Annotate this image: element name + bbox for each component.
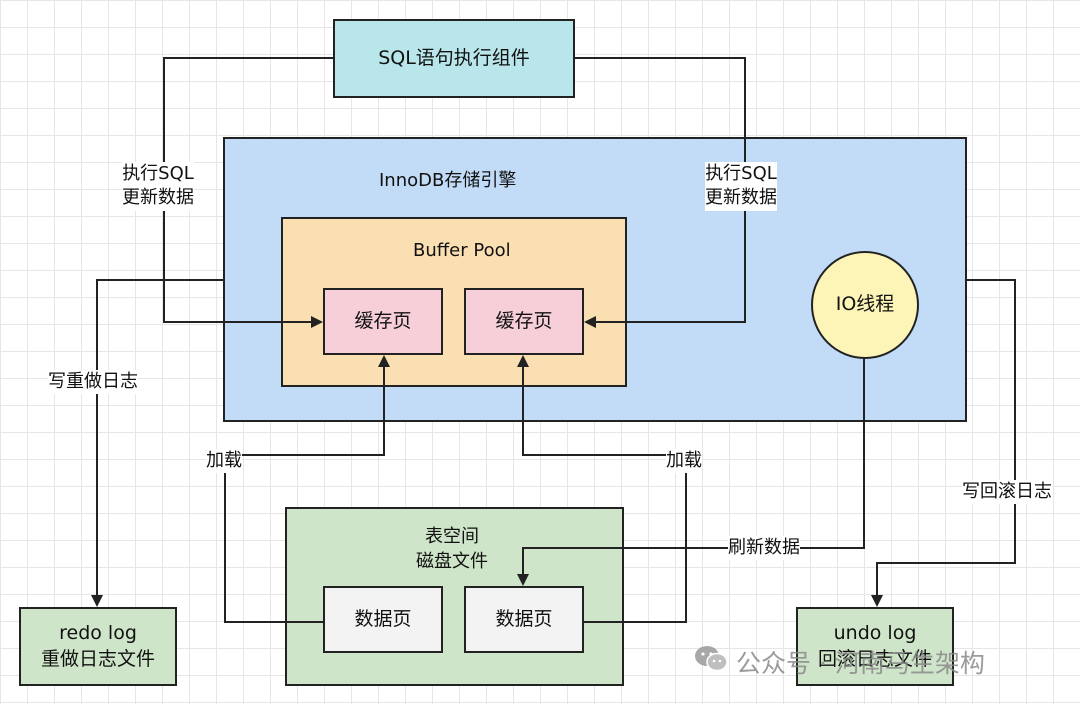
label-exec-sql-right-line2: 更新数据 [705,187,777,209]
innodb-engine-title: InnoDB存储引擎 [379,170,517,191]
label-exec-sql-left-line2: 更新数据 [122,187,194,209]
tablespace-title-line2: 磁盘文件 [416,551,488,572]
watermark: 公众号 · 河南马生架构 [694,644,985,680]
data-page-left: 数据页 [323,586,443,653]
wechat-icon [694,644,728,680]
label-write-redo: 写重做日志 [48,370,138,395]
cache-page-right: 缓存页 [464,288,584,355]
io-thread-circle: IO线程 [811,251,919,359]
label-exec-sql-right: 执行SQL 更新数据 [705,162,777,211]
buffer-pool-title: Buffer Pool [413,240,511,261]
write-redo-line [91,279,223,607]
label-load-right: 加载 [666,449,702,474]
data-page-right: 数据页 [464,586,584,653]
undo-log-line2: 回滚日志文件 [817,647,932,670]
redo-log-file: redo log 重做日志文件 [19,607,177,686]
label-exec-sql-right-line1: 执行SQL [705,163,777,184]
sql-execution-component: SQL语句执行组件 [333,19,575,98]
label-flush-data: 刷新数据 [728,536,800,561]
watermark-text: 公众号 · 河南马生架构 [736,649,985,678]
redo-log-line1: redo log [59,621,137,644]
label-load-left: 加载 [206,449,242,474]
label-exec-sql-left: 执行SQL 更新数据 [122,162,194,211]
undo-log-line1: undo log [833,621,917,644]
cache-page-left: 缓存页 [323,288,443,355]
label-exec-sql-left-line1: 执行SQL [122,163,194,184]
tablespace-title-line1: 表空间 [425,526,479,547]
label-write-undo: 写回滚日志 [962,480,1052,505]
undo-log-file: undo log 回滚日志文件 [796,607,954,686]
redo-log-line2: 重做日志文件 [40,647,155,670]
